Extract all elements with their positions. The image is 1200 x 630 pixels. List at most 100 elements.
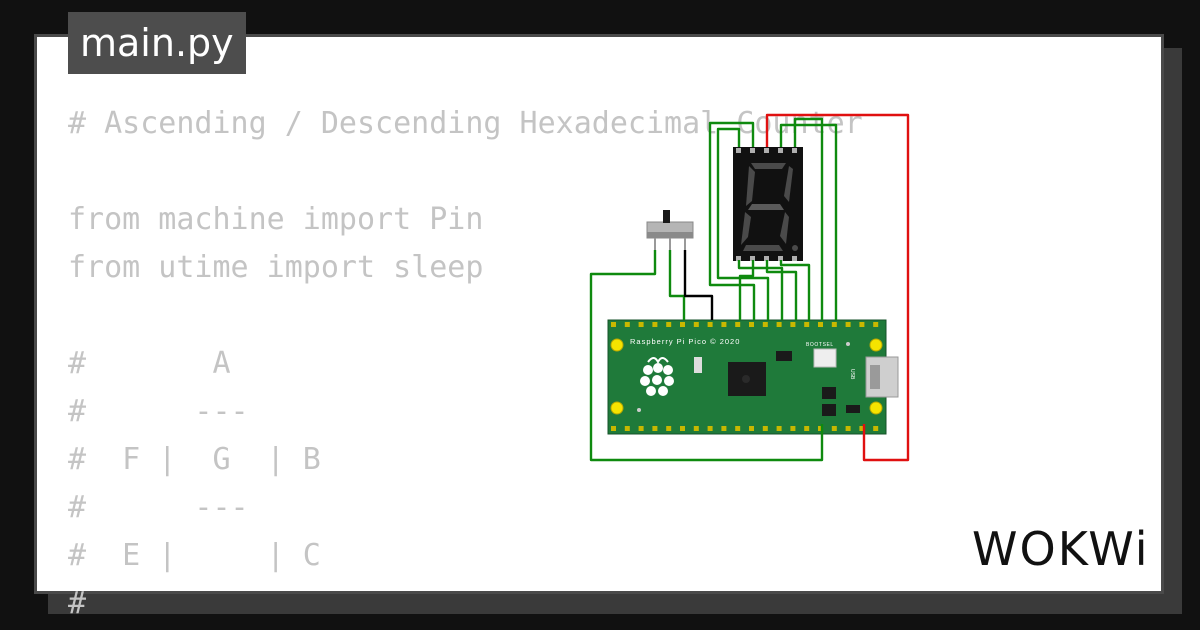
header-pin bbox=[804, 426, 810, 431]
wire-black bbox=[683, 250, 714, 320]
usb-label: USB bbox=[849, 369, 855, 380]
code-line: # Ascending / Descending Hexadecimal Cou… bbox=[68, 106, 863, 141]
code-line: from machine import Pin bbox=[68, 202, 484, 237]
header-pin bbox=[818, 322, 823, 327]
header-pin bbox=[735, 426, 741, 431]
header-pin bbox=[736, 256, 741, 261]
mounting-hole bbox=[869, 338, 883, 352]
header-pin bbox=[750, 256, 755, 261]
wokwi-logo: WOKWi bbox=[972, 522, 1150, 576]
header-pin bbox=[776, 322, 782, 327]
switch-knob[interactable] bbox=[663, 210, 670, 223]
header-pin bbox=[873, 426, 879, 431]
header-pin bbox=[831, 426, 837, 431]
regulator-chip bbox=[822, 387, 836, 399]
header-pin bbox=[818, 426, 823, 431]
header-pin bbox=[792, 256, 797, 261]
header-pin bbox=[750, 148, 755, 153]
mounting-hole bbox=[610, 338, 624, 352]
header-pin bbox=[680, 426, 685, 431]
wire-green bbox=[765, 260, 798, 320]
mounting-hole bbox=[610, 401, 624, 415]
header-pin bbox=[790, 322, 796, 327]
display-bottom-pins bbox=[736, 256, 797, 261]
header-pin bbox=[776, 426, 782, 431]
wire-green bbox=[589, 250, 824, 462]
file-tab-main-py[interactable]: main.py bbox=[68, 12, 246, 74]
bottom-header-pins bbox=[611, 426, 879, 431]
header-pin bbox=[790, 426, 796, 431]
header-pin bbox=[873, 322, 879, 327]
header-pin bbox=[749, 322, 754, 327]
board-label: Raspberry Pi Pico © 2020 bbox=[630, 337, 740, 346]
header-pin bbox=[624, 426, 630, 431]
project-card bbox=[34, 34, 1164, 594]
header-pin bbox=[735, 322, 741, 327]
code-line: # E | | C bbox=[68, 538, 321, 573]
wire-green bbox=[716, 127, 770, 320]
header-pin bbox=[611, 426, 616, 431]
header-pin bbox=[792, 148, 797, 153]
led-component bbox=[694, 357, 702, 373]
top-header-pins bbox=[611, 322, 879, 327]
code-editor[interactable]: # Ascending / Descending Hexadecimal Cou… bbox=[68, 100, 863, 628]
mounting-hole bbox=[869, 401, 883, 415]
header-pin bbox=[764, 256, 769, 261]
header-pin bbox=[707, 322, 713, 327]
header-pin bbox=[736, 148, 741, 153]
header-pin bbox=[652, 322, 658, 327]
header-pin bbox=[778, 148, 783, 153]
header-pin bbox=[804, 322, 810, 327]
header-pin bbox=[859, 322, 865, 327]
wires bbox=[589, 113, 910, 462]
code-line: # A bbox=[68, 346, 231, 381]
header-pin bbox=[749, 426, 754, 431]
header-pin bbox=[638, 322, 644, 327]
flash-chip bbox=[776, 351, 792, 361]
header-pin bbox=[693, 426, 699, 431]
usb-port-opening bbox=[870, 365, 880, 389]
code-line: # --- bbox=[68, 490, 249, 525]
wire-green bbox=[737, 260, 784, 320]
header-pin bbox=[762, 426, 768, 431]
wire-green bbox=[779, 260, 811, 320]
header-pin bbox=[721, 426, 727, 431]
slide-switch[interactable] bbox=[646, 210, 694, 250]
header-pin bbox=[666, 322, 672, 327]
raspberry-pi-pico-board[interactable]: Raspberry Pi Pico © 2020 BOOTSEL USB bbox=[607, 319, 899, 435]
header-pin bbox=[764, 148, 769, 153]
header-pin bbox=[762, 322, 768, 327]
code-line: # bbox=[68, 586, 87, 621]
header-pin bbox=[624, 322, 630, 327]
wire-green bbox=[738, 260, 755, 320]
header-pin bbox=[845, 426, 851, 431]
header-pin bbox=[831, 322, 837, 327]
wire-green bbox=[708, 121, 756, 320]
header-pin bbox=[680, 322, 685, 327]
bootsel-button[interactable] bbox=[813, 348, 837, 368]
header-pin bbox=[611, 322, 616, 327]
header-pin bbox=[693, 322, 699, 327]
header-pin bbox=[707, 426, 713, 431]
wire-green bbox=[793, 117, 824, 320]
raspberry-logo-icon bbox=[640, 357, 674, 396]
code-line: from utime import sleep bbox=[68, 250, 484, 285]
header-pin bbox=[666, 426, 672, 431]
capacitor-chip bbox=[822, 404, 836, 416]
wire-red bbox=[765, 113, 910, 462]
resistor-chip bbox=[846, 405, 860, 413]
display-segments bbox=[741, 163, 798, 251]
seven-segment-display[interactable] bbox=[733, 147, 803, 261]
wire-green bbox=[779, 123, 838, 320]
test-point bbox=[846, 342, 850, 346]
code-line: # --- bbox=[68, 394, 249, 429]
wire-green bbox=[668, 250, 686, 320]
chip-logo-icon bbox=[742, 375, 750, 383]
header-pin bbox=[652, 426, 658, 431]
display-top-pins bbox=[736, 148, 797, 153]
circuit-diagram: Raspberry Pi Pico © 2020 BOOTSEL USB bbox=[589, 113, 910, 462]
bootsel-label: BOOTSEL bbox=[806, 342, 834, 348]
test-point bbox=[637, 408, 641, 412]
header-pin bbox=[859, 426, 865, 431]
header-pin bbox=[778, 256, 783, 261]
